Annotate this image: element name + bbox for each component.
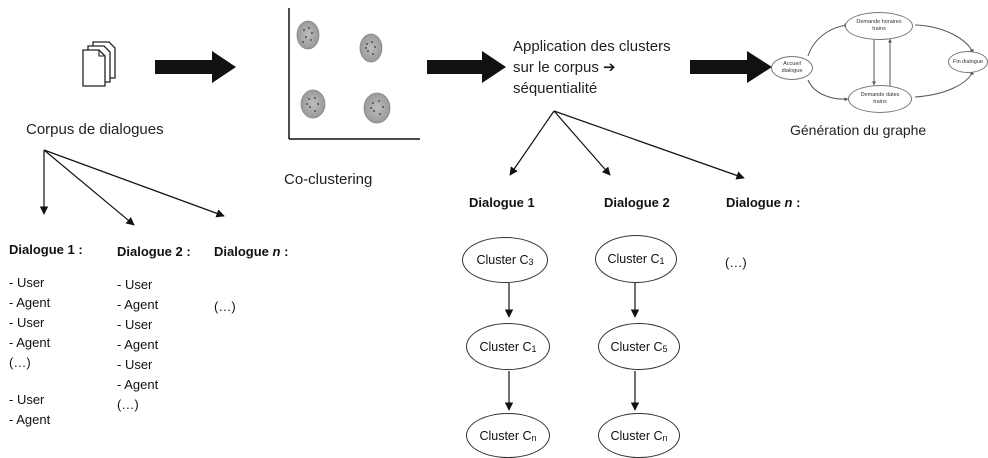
application-label-line-2: sur le corpus ➔ bbox=[513, 59, 616, 76]
cluster-chain-arrows bbox=[504, 283, 640, 411]
corpus-dialogue-1: Dialogue 1 : - User - Agent - User - Age… bbox=[9, 242, 83, 430]
corpus-fan-arrows bbox=[39, 149, 225, 226]
corpus-dialogue-n: Dialogue n : (…) bbox=[214, 244, 288, 317]
graph-node-dates: Demande dates trains bbox=[848, 85, 912, 113]
dialogue-line: - User bbox=[117, 277, 153, 292]
application-label-line-1: Application des clusters bbox=[513, 38, 671, 55]
dialogue-line: - User bbox=[9, 315, 45, 330]
graph-label: Génération du graphe bbox=[790, 122, 927, 138]
sequence-dialogue-2-title: Dialogue 2 bbox=[604, 195, 670, 210]
graph-node-hours-line-2: trains bbox=[872, 26, 886, 32]
dialogue-title: Dialogue n : bbox=[214, 244, 289, 259]
process-arrow-3 bbox=[690, 51, 772, 83]
graph-node-hours: Demande horaires trains bbox=[845, 12, 913, 40]
coclustering-plot bbox=[288, 8, 420, 140]
cluster-blob bbox=[296, 20, 391, 124]
dialogue-line: (…) bbox=[214, 299, 236, 314]
documents-icon bbox=[82, 41, 116, 87]
graph-node-end: Fin dialogue bbox=[948, 51, 988, 73]
dialogue-line: (…) bbox=[9, 355, 31, 370]
dialogue-line: (…) bbox=[117, 397, 139, 412]
coclustering-label: Co-clustering bbox=[284, 171, 373, 188]
dialogue-line: - User bbox=[117, 317, 153, 332]
graph-node-start: Accueil dialogue bbox=[771, 56, 813, 80]
application-label-line-3: séquentialité bbox=[513, 80, 598, 97]
dialogue-line: - User bbox=[9, 275, 45, 290]
application-fan-arrows bbox=[509, 110, 745, 180]
graph-node-end-label: Fin dialogue bbox=[953, 58, 983, 65]
cluster-points bbox=[302, 27, 384, 115]
process-arrow-1 bbox=[155, 51, 236, 83]
graph-node-hours-line-1: Demande horaires bbox=[856, 19, 902, 25]
graph-node-dates-line-1: Demande dates bbox=[860, 92, 900, 98]
sequence-dialogue-n-title: Dialogue n : bbox=[726, 195, 801, 210]
dialogue-title: Dialogue 1 : bbox=[9, 242, 83, 257]
dialogue-title: Dialogue 2 : bbox=[117, 244, 191, 259]
graph-edges bbox=[807, 23, 974, 102]
dialogue-line: - User bbox=[9, 392, 45, 407]
dialogue-line: - Agent bbox=[9, 412, 51, 427]
dialogue-line: - Agent bbox=[117, 337, 159, 352]
sequence-dialogue-n-placeholder: (…) bbox=[725, 255, 747, 270]
sequence-dialogue-1-title: Dialogue 1 bbox=[469, 195, 535, 210]
application-label: Application des clusters sur le corpus ➔… bbox=[513, 36, 671, 99]
corpus-label: Corpus de dialogues bbox=[26, 121, 164, 138]
dialogue-line: - Agent bbox=[9, 335, 51, 350]
dialogue-line: - Agent bbox=[9, 295, 51, 310]
dialogue-line: - User bbox=[117, 357, 153, 372]
dialogue-line: - Agent bbox=[117, 377, 159, 392]
graph-node-start-label: Accueil dialogue bbox=[781, 61, 803, 74]
corpus-dialogue-2: Dialogue 2 : - User - Agent - User - Age… bbox=[117, 244, 191, 415]
graph-node-dates-line-2: trains bbox=[873, 99, 887, 105]
dialogue-line: - Agent bbox=[117, 297, 159, 312]
process-arrow-2 bbox=[427, 51, 506, 83]
